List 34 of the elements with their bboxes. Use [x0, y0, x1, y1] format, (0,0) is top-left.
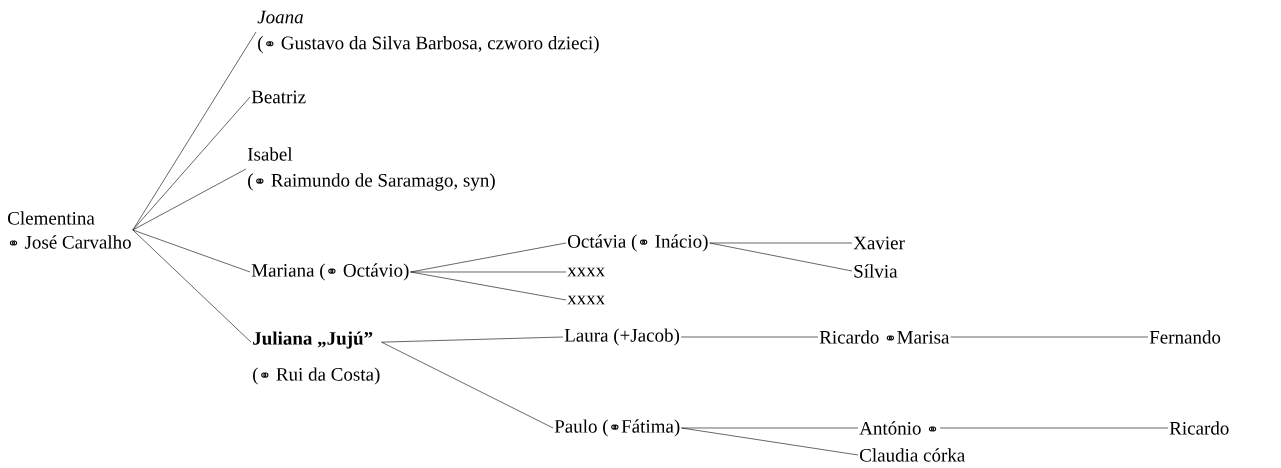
person-name: Joana (⚭ Gustavo da Silva Barbosa, czworo dzieci) [257, 10, 599, 54]
person-name: Ricardo [1169, 421, 1229, 435]
person-name: António ⚭ [859, 421, 937, 435]
person-name: Fernando [1149, 330, 1221, 344]
connector-line [381, 336, 564, 343]
person-name: Juliana „Jujú” (⚭ Rui da Costa) [253, 331, 380, 385]
connector-line [709, 242, 853, 272]
connector-line [939, 427, 1169, 429]
connector-line [410, 271, 567, 301]
person-name: Laura (+Jacob) [564, 328, 680, 346]
person-name: xxxx [567, 267, 605, 277]
connector-line [681, 427, 859, 456]
person-name: Paulo (⚭Fátima) [554, 419, 680, 437]
connector-line [950, 336, 1149, 338]
person-name: Clementina ⚭ José Carvalho [8, 211, 131, 249]
connector-line [681, 427, 859, 429]
connector-line [132, 229, 251, 273]
connector-line [410, 271, 567, 273]
person-name: Sílvia [854, 264, 898, 278]
person-name: Claudia córka [860, 448, 965, 462]
person-name: Beatriz [251, 90, 306, 104]
connector-line [680, 336, 819, 338]
person-name: Xavier [853, 236, 905, 250]
connector-line [410, 242, 567, 273]
connector-line [709, 242, 853, 244]
person-name: Ricardo ⚭Marisa [819, 330, 950, 344]
connector-line [132, 168, 247, 231]
person-name: Octávia (⚭ Inácio) [568, 234, 708, 252]
connector-line [132, 229, 252, 343]
connector-line [132, 96, 251, 231]
person-name: Isabel (⚭ Raimundo de Saramago, syn) [247, 147, 495, 191]
connector-line [381, 341, 554, 429]
person-name: xxxx [567, 295, 605, 305]
person-name: Mariana (⚭ Octávio) [251, 263, 409, 281]
